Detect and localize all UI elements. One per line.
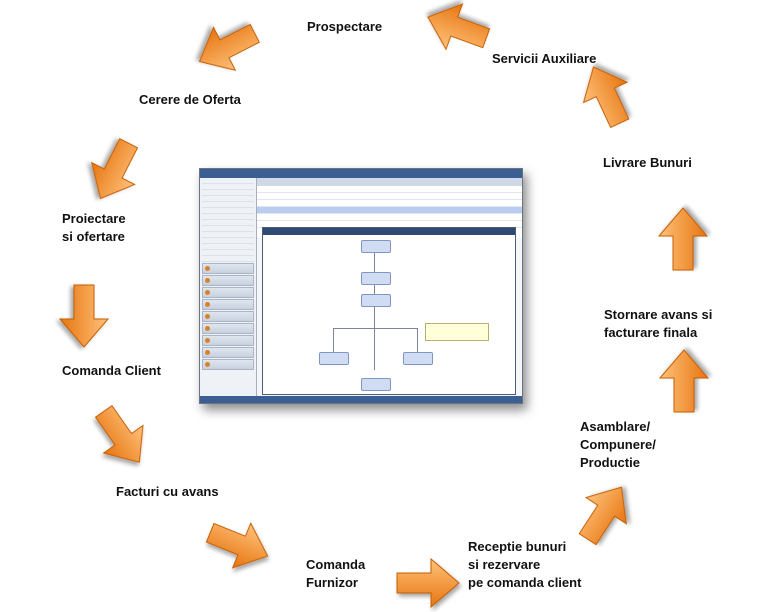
step-label-line: Receptie bunuri bbox=[468, 539, 567, 554]
step-label-line: si ofertare bbox=[62, 229, 125, 244]
step-label-line: si rezervare bbox=[468, 557, 541, 572]
step-label-asamblare: Asamblare/Compunere/Productie bbox=[580, 418, 656, 472]
cycle-arrow-icon bbox=[198, 23, 260, 71]
step-label-line: pe comanda client bbox=[468, 575, 582, 590]
step-label-line: Furnizor bbox=[306, 575, 358, 590]
screenshot-sidebar bbox=[200, 178, 257, 396]
cycle-arrow-icon bbox=[658, 349, 710, 413]
step-label-line: Livrare Bunuri bbox=[603, 155, 692, 170]
step-label-line: Servicii Auxiliare bbox=[492, 51, 597, 66]
step-label-line: Productie bbox=[580, 455, 640, 470]
software-screenshot bbox=[199, 168, 523, 404]
cycle-arrow-icon bbox=[427, 3, 491, 51]
step-label-livrare: Livrare Bunuri bbox=[603, 154, 692, 172]
step-label-line: facturare finala bbox=[604, 325, 698, 340]
workflow-tooltip bbox=[425, 323, 489, 341]
step-label-stornare: Stornare avans si facturare finala bbox=[604, 306, 712, 342]
screenshot-titlebar bbox=[200, 169, 522, 178]
workflow-window bbox=[262, 227, 516, 395]
step-label-line: Asamblare/ bbox=[580, 419, 651, 434]
step-label-line: Cerere de Oferta bbox=[139, 92, 241, 107]
cycle-arrow-icon bbox=[582, 66, 630, 129]
step-label-line: Stornare avans si bbox=[604, 307, 713, 322]
step-label-line: Comanda Client bbox=[62, 363, 161, 378]
step-label-cerere: Cerere de Oferta bbox=[139, 91, 241, 109]
screenshot-statusbar bbox=[200, 396, 522, 403]
step-label-line: Comanda bbox=[306, 557, 366, 572]
step-label-proiectare: Proiectare si ofertare bbox=[62, 210, 126, 246]
step-label-receptie: Receptie bunuri si rezervare pe comanda cl… bbox=[468, 538, 581, 592]
cycle-arrow-icon bbox=[396, 557, 460, 609]
step-label-line: Compunere/ bbox=[580, 437, 656, 452]
step-label-line: Proiectare bbox=[62, 211, 126, 226]
cycle-arrow-icon bbox=[205, 522, 269, 569]
step-label-servicii: Servicii Auxiliare bbox=[492, 50, 596, 68]
cycle-arrow-icon bbox=[657, 207, 709, 271]
cycle-arrow-icon bbox=[91, 138, 139, 200]
step-label-line: Facturi cu avans bbox=[116, 484, 219, 499]
step-label-prospectare: Prospectare bbox=[307, 18, 382, 36]
step-label-comanda-client: Comanda Client bbox=[62, 362, 161, 380]
cycle-arrows bbox=[58, 3, 710, 609]
step-label-facturi: Facturi cu avans bbox=[116, 483, 219, 501]
cycle-arrow-icon bbox=[94, 404, 144, 463]
step-label-line: Prospectare bbox=[307, 19, 383, 34]
cycle-arrow-icon bbox=[578, 486, 627, 546]
cycle-arrow-icon bbox=[58, 284, 110, 348]
